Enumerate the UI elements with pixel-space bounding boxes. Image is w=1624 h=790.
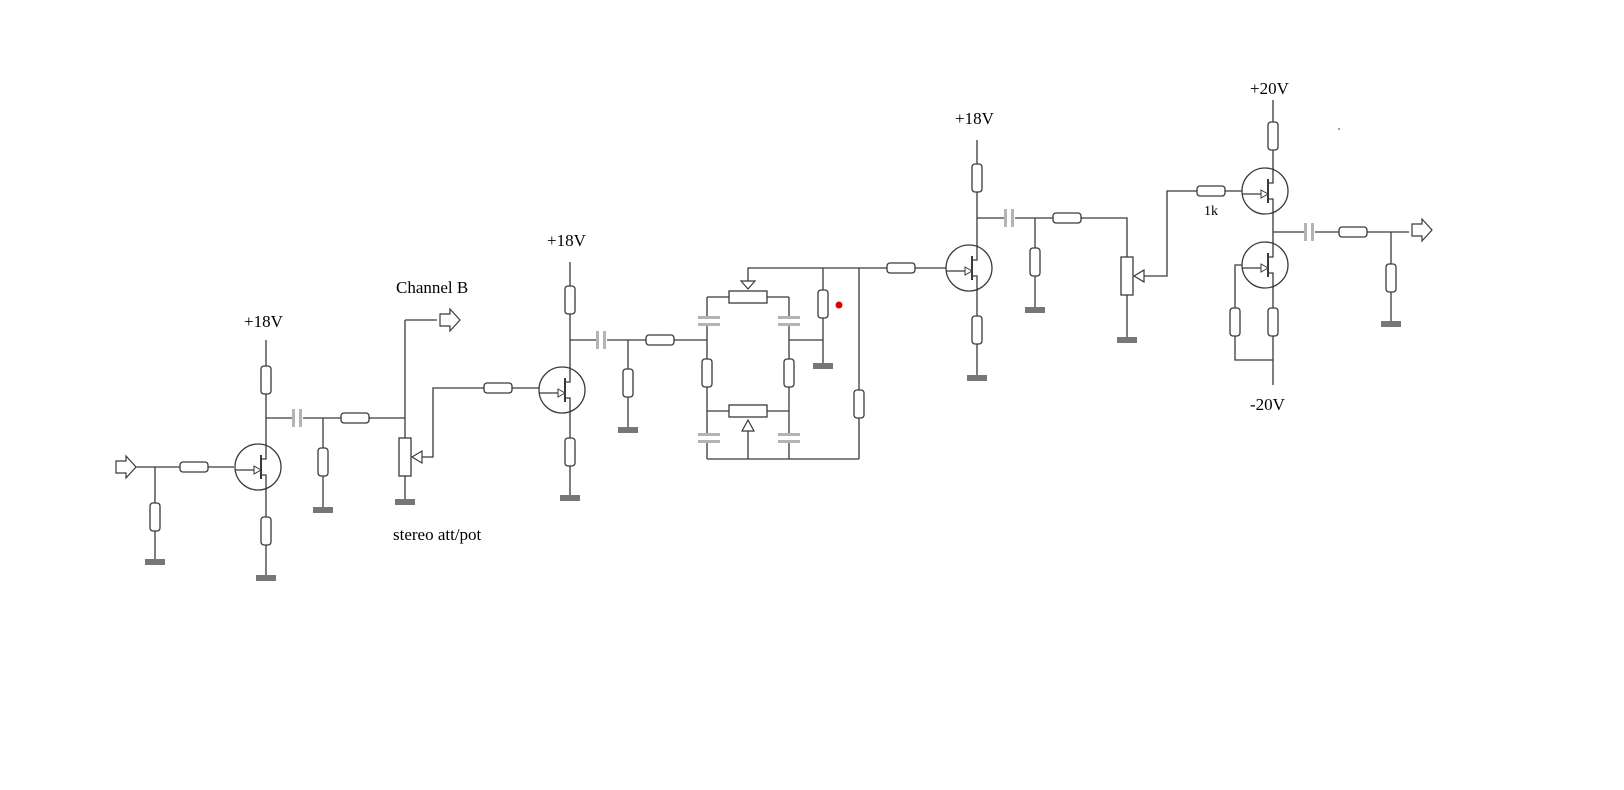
wire <box>1142 190 1243 277</box>
ground-symbol <box>1025 307 1045 313</box>
resistor <box>645 334 675 346</box>
ground-symbol <box>313 507 333 513</box>
resistor <box>149 502 161 532</box>
ground-symbol <box>967 375 987 381</box>
capacitor <box>778 433 800 443</box>
ground-symbol <box>618 427 638 433</box>
resistor <box>317 447 329 477</box>
resistor <box>1029 247 1041 277</box>
signal-port-arrow <box>439 307 461 333</box>
ground-symbol <box>813 363 833 369</box>
supply-label-18v-stage3: +18V <box>955 109 995 128</box>
wire <box>420 387 540 458</box>
resistor <box>260 516 272 546</box>
stereo-att-pot-label: stereo att/pot <box>393 525 482 544</box>
supply-label-plus-20v: +20V <box>1250 79 1290 98</box>
resistor <box>622 368 634 398</box>
capacitor <box>698 433 720 443</box>
wires <box>136 100 1409 578</box>
potentiometer <box>1120 256 1134 296</box>
wiper-arrow <box>1132 268 1145 284</box>
jfet-transistor <box>1241 241 1289 289</box>
wire <box>747 267 859 285</box>
resistor <box>971 163 983 193</box>
ground-symbol <box>256 575 276 581</box>
resistor <box>483 382 513 394</box>
supply-label-minus-20v: -20V <box>1250 395 1286 414</box>
resistor <box>260 365 272 395</box>
resistor <box>886 262 916 274</box>
jfet-transistor <box>538 366 586 414</box>
ground-symbol <box>1381 321 1401 327</box>
potentiometer <box>728 290 768 304</box>
supply-label-18v-stage2: +18V <box>547 231 587 250</box>
ground-symbol <box>560 495 580 501</box>
resistor <box>1338 226 1368 238</box>
capacitor <box>778 316 800 326</box>
ground-symbol <box>395 499 415 505</box>
resistor <box>853 389 865 419</box>
stray-dot <box>1338 128 1340 130</box>
signal-port-arrow <box>1411 217 1433 243</box>
ground-symbol <box>145 559 165 565</box>
resistor <box>971 315 983 345</box>
capacitor <box>1304 223 1315 241</box>
supply-label-18v-stage1: +18V <box>244 312 284 331</box>
capacitor <box>292 409 303 427</box>
resistor <box>564 285 576 315</box>
channel-b-label: Channel B <box>396 278 468 297</box>
resistor <box>340 412 370 424</box>
potentiometer <box>728 404 768 418</box>
resistor <box>701 358 713 388</box>
resistor <box>817 289 829 319</box>
resistor <box>179 461 209 473</box>
ground-symbol <box>1117 337 1137 343</box>
resistor <box>1196 185 1226 197</box>
capacitor <box>1004 209 1015 227</box>
resistor <box>1267 307 1279 337</box>
capacitor <box>698 316 720 326</box>
resistor <box>1052 212 1082 224</box>
wiper-arrow <box>740 418 756 432</box>
jfet-transistor <box>945 244 993 292</box>
signal-port-arrow <box>115 454 137 480</box>
resistor <box>783 358 795 388</box>
capacitor <box>596 331 607 349</box>
resistor <box>564 437 576 467</box>
wiper-arrow <box>410 449 423 465</box>
resistor <box>1267 121 1279 151</box>
resistor-value-1k: 1k <box>1204 204 1218 219</box>
resistor <box>1229 307 1241 337</box>
jfet-transistor <box>234 443 282 491</box>
resistor <box>1385 263 1397 293</box>
potentiometer <box>398 437 412 477</box>
wiper-arrow <box>739 280 757 290</box>
components <box>115 121 1433 581</box>
wire <box>977 217 1128 340</box>
jfet-transistor <box>1241 167 1289 215</box>
marker-dot <box>835 301 843 309</box>
